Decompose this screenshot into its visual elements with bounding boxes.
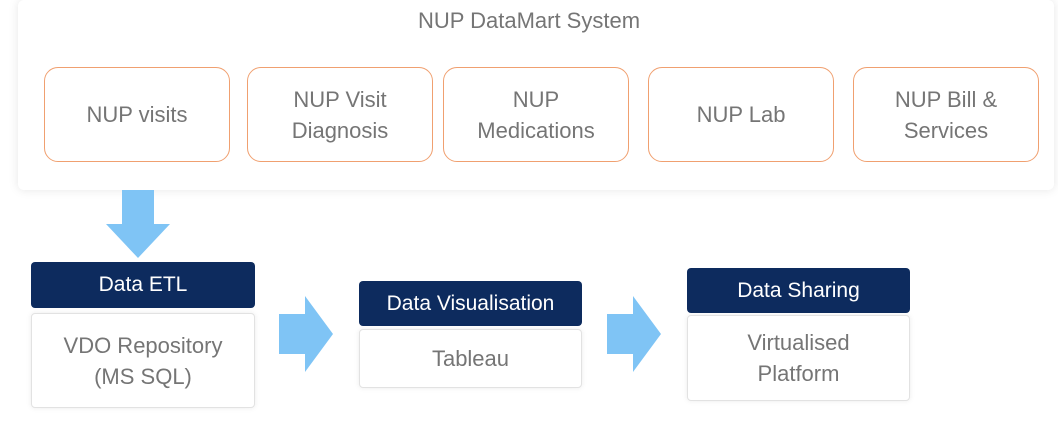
source-box-bill-services: NUP Bill & Services — [853, 67, 1039, 162]
source-box-visits: NUP visits — [44, 67, 230, 162]
source-box-visit-diagnosis: NUP Visit Diagnosis — [247, 67, 433, 162]
source-box-lab: NUP Lab — [648, 67, 834, 162]
stage-body-platform: Virtualised Platform — [687, 315, 910, 401]
source-box-medications: NUP Medications — [443, 67, 629, 162]
right-arrow-icon — [607, 296, 661, 372]
stage-body-tableau: Tableau — [359, 329, 582, 388]
stage-body-repository: VDO Repository (MS SQL) — [31, 313, 255, 408]
stage-header-sharing: Data Sharing — [687, 268, 910, 313]
right-arrow-icon — [279, 296, 333, 372]
stage-header-visualisation: Data Visualisation — [359, 281, 582, 326]
down-arrow-icon — [106, 190, 170, 258]
stage-header-etl: Data ETL — [31, 262, 255, 308]
system-title: NUP DataMart System — [417, 8, 641, 33]
